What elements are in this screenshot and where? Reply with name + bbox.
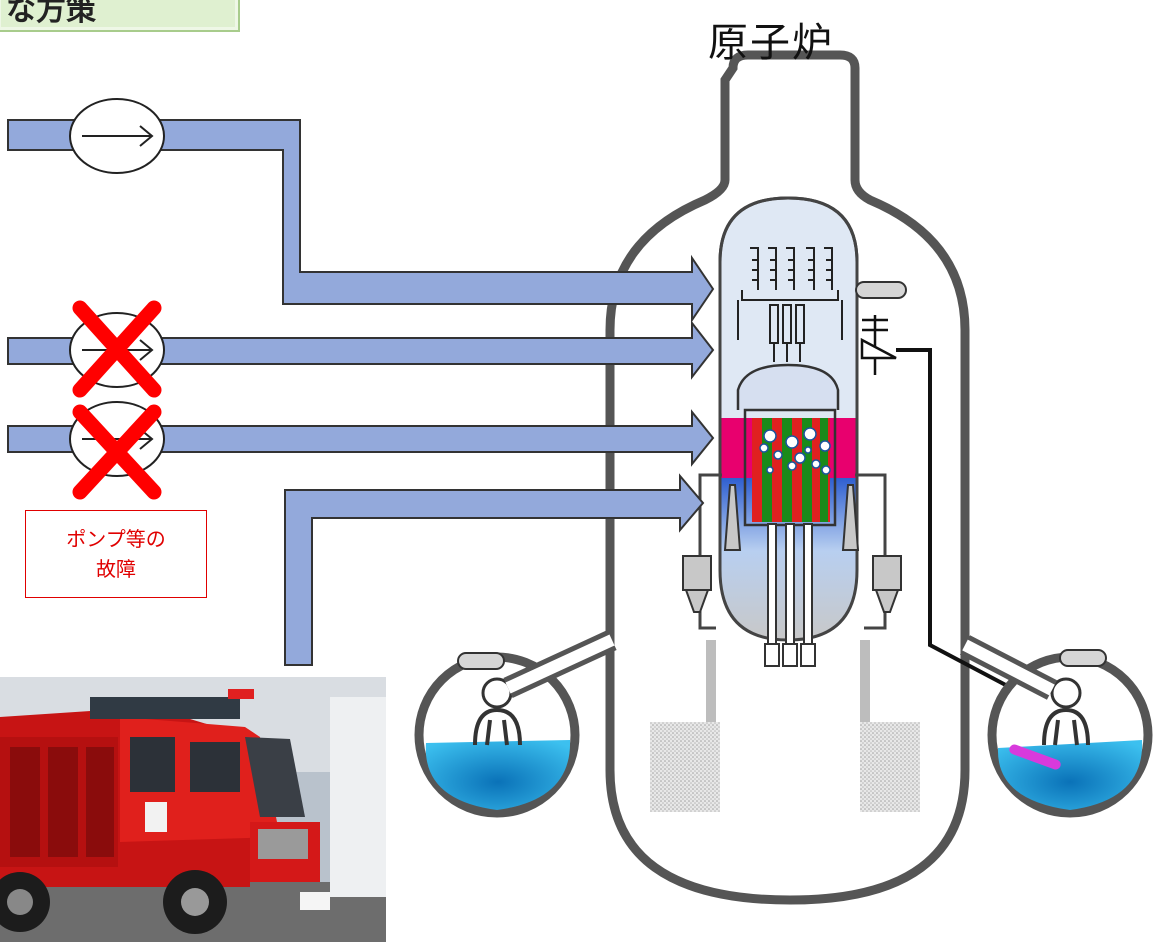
fire-truck-image [0,677,386,942]
fuel-core [752,418,831,522]
steam-dryer-icon [737,247,843,362]
recirculation-loops [698,473,887,630]
suppression-pool-icon [414,630,617,818]
recirculation-pump-icon [682,555,902,613]
valve-icon [860,315,897,375]
failure-note-line1: ポンプ等の [66,527,166,551]
pump-icon [69,98,165,174]
pump-failure-note: ポンプ等の 故障 [25,510,207,598]
failure-note-line2: 故障 [96,557,136,581]
jet-pump [723,484,860,551]
section-title: な方策 [0,0,240,32]
sparger-icon [1009,744,1061,770]
cross-mark-icon [72,300,162,398]
control-rod-drives [764,523,816,667]
main-steam-line [855,281,907,299]
reactor-pressure-vessel [718,196,860,667]
injection-pipe-4-fire-truck [284,473,705,666]
cross-mark-icon [72,404,162,500]
reactor-label: 原子炉 [708,20,834,66]
suppression-pool-icon [959,635,1153,818]
